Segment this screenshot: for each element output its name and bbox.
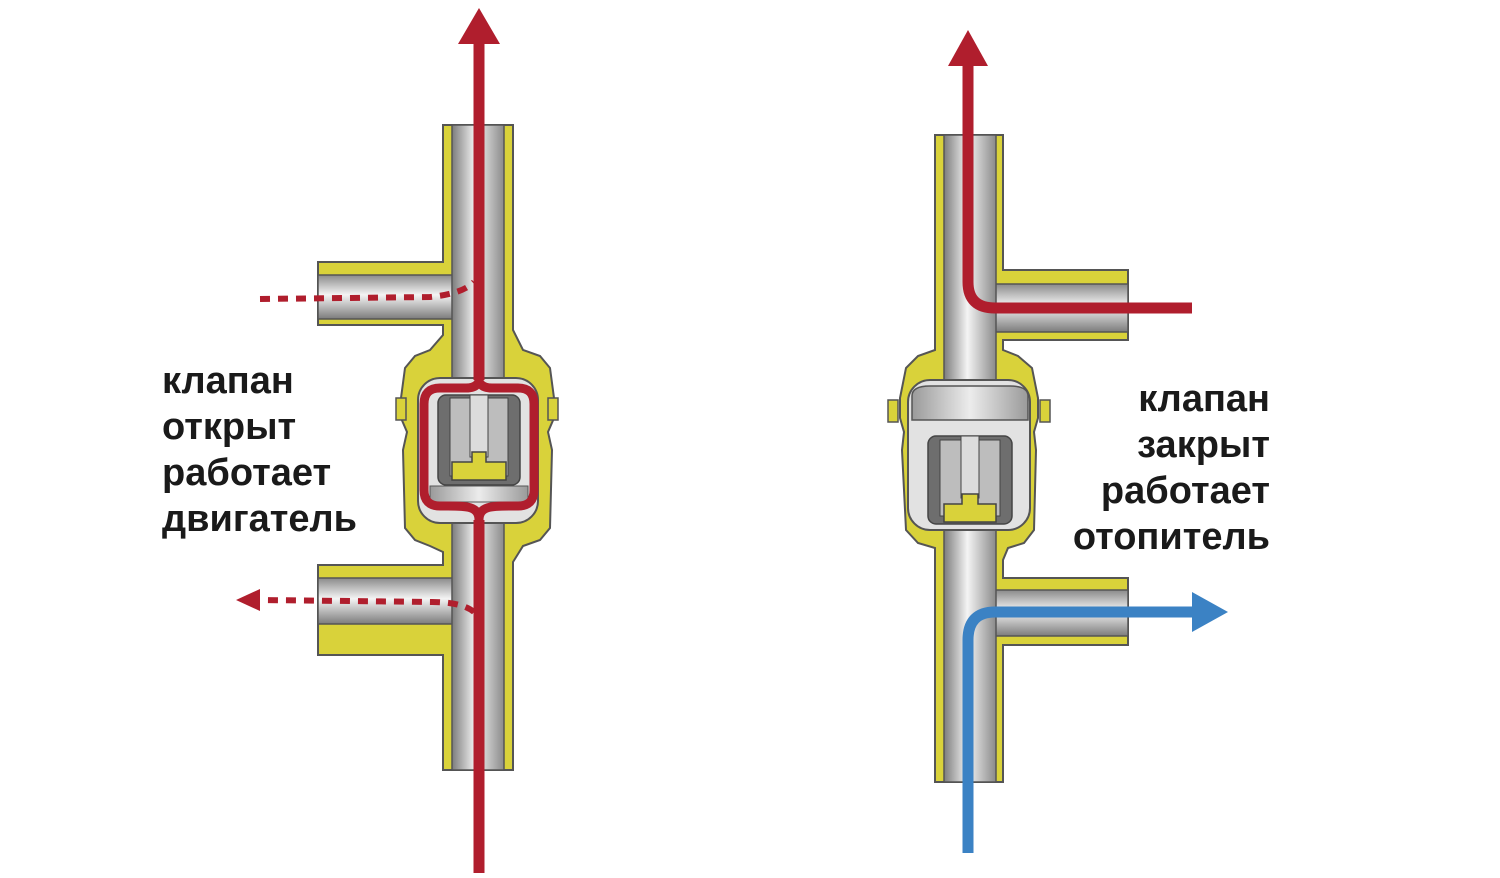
valve-open-label-line-1: клапан: [162, 360, 294, 402]
valve-open-plunger: [429, 394, 529, 503]
valve-closed-label-line-2: закрыт: [1137, 424, 1270, 466]
valve-open-label-line-3: работает: [162, 452, 332, 494]
valve-closed-label-line-4: отопитель: [1072, 516, 1270, 558]
arrow-up-red-icon: [948, 30, 988, 66]
arrow-right-blue-icon: [1192, 592, 1228, 632]
valve-open: [236, 8, 559, 873]
valve-open-label-line-2: открыт: [162, 406, 297, 448]
valve-closed-label: клапан закрыт работает отопитель: [1050, 376, 1270, 560]
valve-closed: [887, 30, 1228, 853]
arrow-left-red-icon: [236, 589, 260, 611]
open-hot-flow-dotted-lower: [261, 597, 476, 615]
valve-open-label: клапан открыт работает двигатель: [162, 358, 357, 542]
valve-closed-label-line-3: работает: [1100, 470, 1270, 512]
valve-closed-label-line-1: клапан: [1138, 378, 1270, 420]
valve-open-label-line-4: двигатель: [162, 498, 358, 540]
closed-hot-flow: [962, 62, 1192, 314]
arrow-up-red-icon: [458, 8, 500, 44]
valve-closed-plunger: [911, 385, 1029, 525]
closed-cold-flow: [962, 606, 1196, 853]
open-hot-flow-bypass-loop: [419, 379, 539, 521]
open-hot-flow-dotted-upper: [259, 279, 477, 302]
